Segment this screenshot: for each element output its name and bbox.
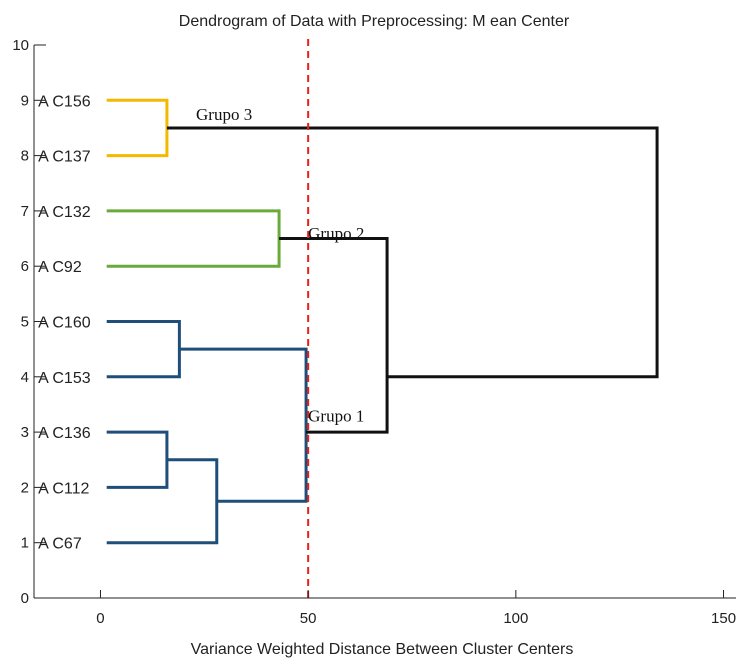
dendrogram-link (106, 430, 169, 489)
leaf-label: A C156 (38, 93, 91, 110)
y-tick-label: 0 (21, 590, 29, 607)
y-tick-label: 10 (12, 37, 29, 54)
group-annotation: Grupo 3 (196, 105, 252, 124)
y-tick-label: 4 (21, 369, 29, 386)
leaf-label: A C136 (38, 425, 91, 442)
y-tick-label: 3 (21, 424, 29, 441)
leaf-label: A C160 (38, 315, 91, 332)
dendrogram-link (279, 237, 389, 434)
y-tick-label: 7 (21, 203, 29, 220)
x-axis-label: Variance Weighted Distance Between Clust… (191, 641, 574, 658)
y-tick-label: 6 (21, 258, 29, 275)
x-tick-label: 0 (96, 610, 104, 627)
leaf-labels: A C67 A C112 A C136 A C153 A C160 A C92 A C132… (38, 93, 91, 552)
dendrogram-link (106, 98, 169, 158)
group-annotations: Grupo 3 Grupo 2 Grupo 1 (196, 105, 364, 425)
x-tick-label: 50 (300, 610, 317, 627)
y-tick-label: 9 (21, 92, 29, 109)
chart-title: Dendrogram of Data with Preprocessing: M… (179, 13, 570, 30)
dendrogram-link (106, 320, 181, 379)
leaf-label: A C153 (38, 370, 91, 387)
leaf-label: A C92 (38, 259, 82, 276)
dendrogram-links (106, 98, 659, 545)
group-annotation: Grupo 1 (308, 407, 364, 426)
dendrogram-link (179, 347, 308, 503)
y-tick-label: 2 (21, 479, 29, 496)
leaf-label: A C112 (38, 480, 89, 497)
y-tick-label: 5 (21, 314, 29, 331)
leaf-label: A C132 (38, 204, 91, 221)
dendrogram-link (166, 126, 659, 379)
leaf-label: A C67 (38, 536, 82, 553)
group-annotation: Grupo 2 (308, 224, 364, 243)
dendrogram-link (106, 458, 219, 545)
x-tick-label: 100 (503, 610, 528, 627)
y-tick-label: 1 (21, 535, 29, 552)
x-tick-label: 150 (711, 610, 736, 627)
dendrogram-link (106, 209, 281, 268)
leaf-label: A C137 (38, 149, 91, 166)
y-tick-label: 8 (21, 148, 29, 165)
